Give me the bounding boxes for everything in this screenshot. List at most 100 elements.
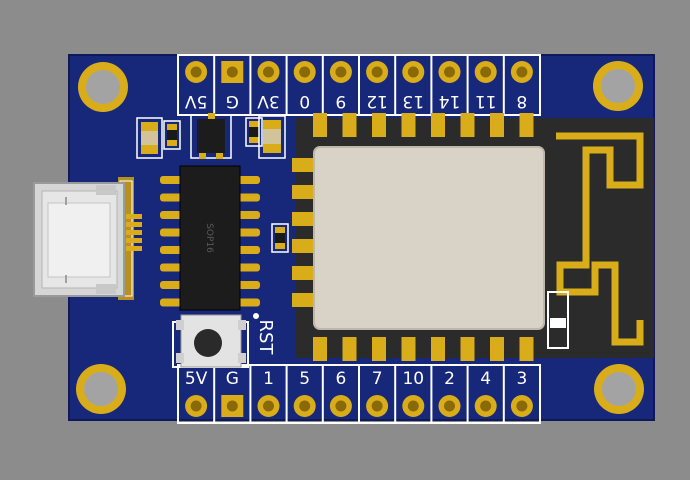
module-pad bbox=[292, 266, 314, 280]
top_header-label-4: 9 bbox=[335, 91, 346, 111]
pin-hole bbox=[335, 66, 347, 78]
pin-hole bbox=[516, 400, 528, 412]
bottom_header-pin-0 bbox=[185, 395, 208, 417]
module-pad bbox=[313, 337, 327, 361]
ic-pin bbox=[160, 298, 182, 307]
module-pad bbox=[342, 113, 357, 137]
pin-hole bbox=[516, 66, 528, 78]
ic-pin bbox=[160, 211, 182, 219]
top_header-label-1: G bbox=[226, 91, 239, 111]
bottom_header-label-4: 6 bbox=[335, 369, 346, 389]
module-pad bbox=[342, 337, 357, 361]
module-pad bbox=[401, 113, 416, 137]
smd-resistor bbox=[271, 223, 289, 253]
pin1-marker bbox=[253, 313, 259, 319]
ic-pin bbox=[160, 263, 182, 272]
ic-pin bbox=[238, 298, 260, 307]
module-pad bbox=[313, 113, 327, 137]
bottom_header-pin-4 bbox=[329, 395, 352, 417]
top_header-pin-7 bbox=[438, 61, 461, 83]
pcb-antenna-icon bbox=[547, 132, 644, 349]
module-pad bbox=[292, 185, 314, 199]
voltage-regulator bbox=[190, 113, 232, 159]
pin-hole bbox=[335, 400, 347, 412]
module-pad bbox=[372, 337, 386, 361]
usb-serial-ic: SOP16 bbox=[160, 165, 260, 311]
bottom_header-label-0: 5V bbox=[185, 369, 208, 389]
pin-hole bbox=[263, 400, 274, 412]
smd-capacitor bbox=[136, 117, 163, 159]
top_header-label-8: 11 bbox=[475, 91, 497, 111]
micro-usb-connector-icon[interactable] bbox=[33, 177, 142, 300]
module-pad bbox=[292, 212, 314, 226]
bottom_header-pin-8 bbox=[474, 395, 497, 417]
ic-pin bbox=[160, 246, 182, 254]
ic-pin bbox=[238, 228, 260, 237]
smd-resistor bbox=[163, 120, 181, 150]
bottom_header-label-2: 1 bbox=[263, 369, 274, 389]
module-pad bbox=[401, 337, 416, 361]
pin-hole bbox=[444, 66, 455, 78]
pin-hole bbox=[371, 66, 383, 78]
module-pad bbox=[431, 113, 445, 137]
top_header-label-5: 12 bbox=[366, 91, 388, 111]
mounting-hole-icon bbox=[78, 62, 128, 112]
bottom_header-pin-7 bbox=[438, 395, 461, 417]
top_header-pin-2 bbox=[257, 61, 280, 83]
top_header-label-2: 3V bbox=[257, 91, 280, 111]
mounting-hole-icon bbox=[593, 61, 643, 111]
top_header-label-7: 14 bbox=[439, 91, 461, 111]
pin-hole bbox=[263, 66, 274, 78]
ic-pin bbox=[238, 211, 260, 219]
bottom_header-pin-9 bbox=[510, 395, 533, 417]
ic-pin bbox=[160, 281, 182, 289]
module-pad bbox=[519, 337, 534, 361]
top_header-pin-1 bbox=[221, 61, 244, 83]
module-pad bbox=[490, 337, 504, 361]
pin-hole bbox=[371, 400, 383, 412]
module-pad bbox=[490, 113, 504, 137]
bottom_header-label-1: G bbox=[226, 369, 239, 389]
module-pad bbox=[519, 113, 534, 137]
bottom_header-pin-2 bbox=[257, 395, 280, 417]
bottom_header-pin-5 bbox=[366, 395, 389, 417]
smd-capacitor bbox=[258, 115, 286, 159]
top_header-label-3: 0 bbox=[299, 91, 310, 111]
top_header-pin-4 bbox=[329, 61, 352, 83]
smd-resistor bbox=[245, 117, 263, 147]
top_header-label-6: 13 bbox=[402, 91, 424, 111]
tactile-push-button-icon[interactable] bbox=[172, 314, 249, 368]
mounting-hole-icon bbox=[594, 364, 644, 414]
pin-hole bbox=[407, 400, 419, 412]
bottom_header-label-8: 4 bbox=[480, 369, 491, 389]
bottom_header-label-6: 10 bbox=[402, 369, 424, 389]
top_header-pin-5 bbox=[366, 61, 389, 83]
ic-pin bbox=[160, 193, 182, 202]
top_header-pin-0 bbox=[185, 61, 208, 83]
bottom_header-label-7: 2 bbox=[444, 369, 455, 389]
ic-pin bbox=[238, 263, 260, 272]
ic-pin bbox=[238, 246, 260, 254]
pin-hole bbox=[480, 66, 492, 78]
module-pad bbox=[431, 337, 445, 361]
pin-hole bbox=[444, 400, 455, 412]
module-pad bbox=[460, 113, 475, 137]
pin-hole bbox=[190, 400, 202, 412]
ic-pin bbox=[238, 193, 260, 202]
module-pad bbox=[292, 293, 314, 307]
mounting-hole-icon bbox=[76, 364, 126, 414]
pin-hole bbox=[299, 66, 311, 78]
module-pad bbox=[292, 158, 314, 172]
top_header-pin-8 bbox=[474, 61, 497, 83]
ic-marking: SOP16 bbox=[204, 223, 214, 253]
bottom_header-pin-1 bbox=[221, 395, 244, 417]
top_header-label-0: 5V bbox=[185, 91, 208, 111]
reset-label: RST bbox=[255, 320, 276, 356]
top_header-pin-9 bbox=[510, 61, 533, 83]
ic-pin bbox=[160, 176, 182, 184]
pin-hole bbox=[480, 400, 492, 412]
pin-hole bbox=[226, 400, 238, 412]
